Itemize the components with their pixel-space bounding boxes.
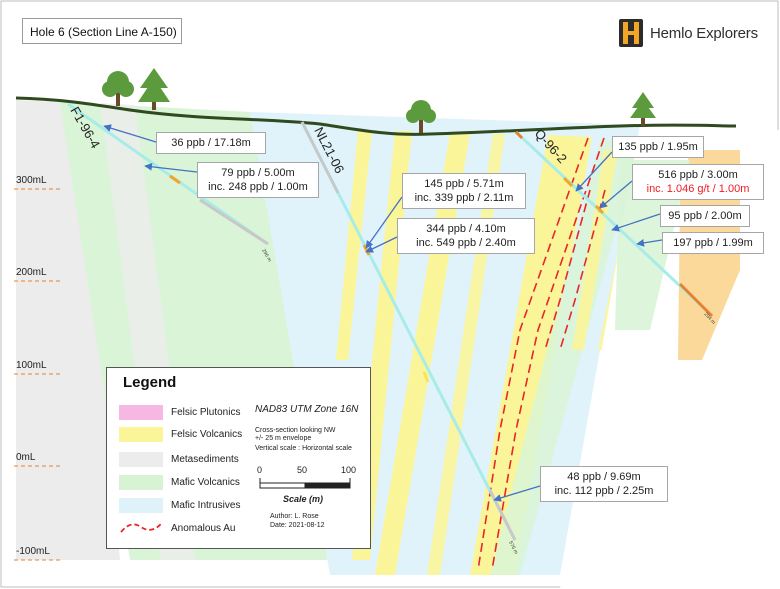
scale-title: Scale (m) [283, 494, 324, 504]
callout-line: 344 ppb / 4.10m [426, 223, 506, 235]
assay-callout-516ppb: 516 ppb / 3.00m inc. 1.046 g/t / 1.00m [632, 164, 764, 200]
elevation-label-minus-100: -100mL [16, 546, 50, 557]
legend-swatch [119, 426, 163, 442]
anomalous-au-dash-icon [119, 521, 163, 536]
legend-title: Legend [123, 374, 177, 391]
assay-callout-145ppb: 145 ppb / 5.71m inc. 339 ppb / 2.11m [402, 173, 526, 209]
assay-callout-197ppb: 197 ppb / 1.99m [662, 232, 764, 254]
assay-callout-79ppb: 79 ppb / 5.00m inc. 248 ppb / 1.00m [197, 162, 319, 198]
scale-tick-50: 50 [297, 465, 308, 475]
legend-item-anomalous-au: Anomalous Au [119, 520, 236, 536]
mafic-green-right [615, 160, 690, 330]
anomalous-au-envelopes [477, 137, 606, 571]
metasediments-unit [16, 100, 120, 560]
tree-4 [630, 92, 656, 126]
elevation-label-200: 200mL [16, 267, 47, 278]
callout-line: inc. 248 ppb / 1.00m [208, 181, 308, 193]
legend-item-felsic-plutonics: Felsic Plutonics [119, 404, 240, 420]
assay-callout-48ppb: 48 ppb / 9.69m inc. 112 ppb / 2.25m [540, 466, 668, 502]
felsic-right-thin [572, 150, 618, 350]
callout-line: inc. 112 ppb / 2.25m [554, 485, 654, 497]
legend-swatch [119, 404, 163, 420]
legend-swatch [119, 497, 163, 513]
hemlo-logo-icon [618, 18, 644, 48]
legend-item-mafic-volcanics: Mafic Volcanics [119, 474, 240, 490]
tree-3 [406, 100, 436, 133]
assay-callout-95ppb: 95 ppb / 2.00m [660, 205, 750, 227]
callout-line: 95 ppb / 2.00m [668, 210, 742, 222]
drillhole-f1-96-4 [67, 102, 269, 246]
end-depth-nl21-06: 576 m [507, 540, 519, 555]
callout-line: 135 ppb / 1.95m [618, 141, 698, 153]
tree-2 [138, 68, 170, 110]
legend-label: Mafic Intrusives [171, 499, 241, 511]
felsic-volcanics-band-1 [336, 130, 372, 360]
legend-item-felsic-volcanics: Felsic Volcanics [119, 426, 242, 442]
elevation-ticks [14, 188, 60, 561]
callout-line: 197 ppb / 1.99m [673, 237, 753, 249]
orange-unit-top [678, 150, 740, 360]
envelope-note: +/- 25 m envelope [255, 435, 312, 442]
company-logo: Hemlo Explorers [618, 18, 758, 48]
projection-label: NAD83 UTM Zone 16N [255, 404, 359, 415]
drillhole-q-96-2 [514, 130, 714, 318]
callout-line: 48 ppb / 9.69m [567, 471, 641, 483]
legend-label: Mafic Volcanics [171, 476, 240, 488]
mafic-volcanics-band-right [490, 140, 640, 575]
legend-label: Anomalous Au [171, 522, 236, 534]
legend-label: Felsic Plutonics [171, 406, 241, 418]
callout-line: 145 ppb / 5.71m [424, 178, 504, 190]
callout-highlight-line: inc. 1.046 g/t / 1.00m [646, 183, 750, 195]
legend-swatch [119, 474, 163, 490]
legend-item-metasediments: Metasediments [119, 451, 239, 467]
callout-line: 36 ppb / 17.18m [171, 137, 251, 149]
tree-1 [102, 71, 134, 106]
callout-arrows [103, 124, 663, 502]
section-note: Cross-section looking NW [255, 427, 336, 434]
company-name: Hemlo Explorers [650, 24, 758, 42]
assay-callout-36ppb: 36 ppb / 17.18m [156, 132, 266, 154]
felsic-volcanics-band-5 [470, 135, 592, 575]
scale-note: Vertical scale : Horizontal scale [255, 445, 352, 452]
ground-surface [15, 96, 737, 136]
assay-callout-344ppb: 344 ppb / 4.10m inc. 549 ppb / 2.40m [397, 218, 535, 254]
figure-title: Hole 6 (Section Line A-150) [22, 18, 182, 44]
callout-line: 516 ppb / 3.00m [658, 169, 738, 181]
elevation-label-100: 100mL [16, 360, 47, 371]
date-label: Date: 2021-08-12 [270, 522, 325, 529]
scale-tick-100: 100 [341, 465, 357, 475]
scale-tick-0: 0 [257, 465, 263, 475]
legend-label: Metasediments [171, 453, 239, 465]
scale-bar [259, 478, 351, 489]
author-label: Author: L. Rose [270, 513, 319, 520]
elevation-label-300: 300mL [16, 175, 47, 186]
legend-item-mafic-intrusives: Mafic Intrusives [119, 497, 240, 513]
legend-label: Felsic Volcanics [171, 428, 243, 440]
callout-line: inc. 339 ppb / 2.11m [414, 192, 514, 204]
elevation-label-0: 0mL [16, 452, 36, 463]
callout-line: 79 ppb / 5.00m [221, 167, 295, 179]
legend-box: Legend Felsic Plutonics Felsic Volcanics… [106, 367, 371, 549]
callout-line: inc. 549 ppb / 2.40m [416, 237, 516, 249]
assay-callout-135ppb: 135 ppb / 1.95m [612, 136, 704, 158]
legend-swatch [119, 451, 163, 467]
